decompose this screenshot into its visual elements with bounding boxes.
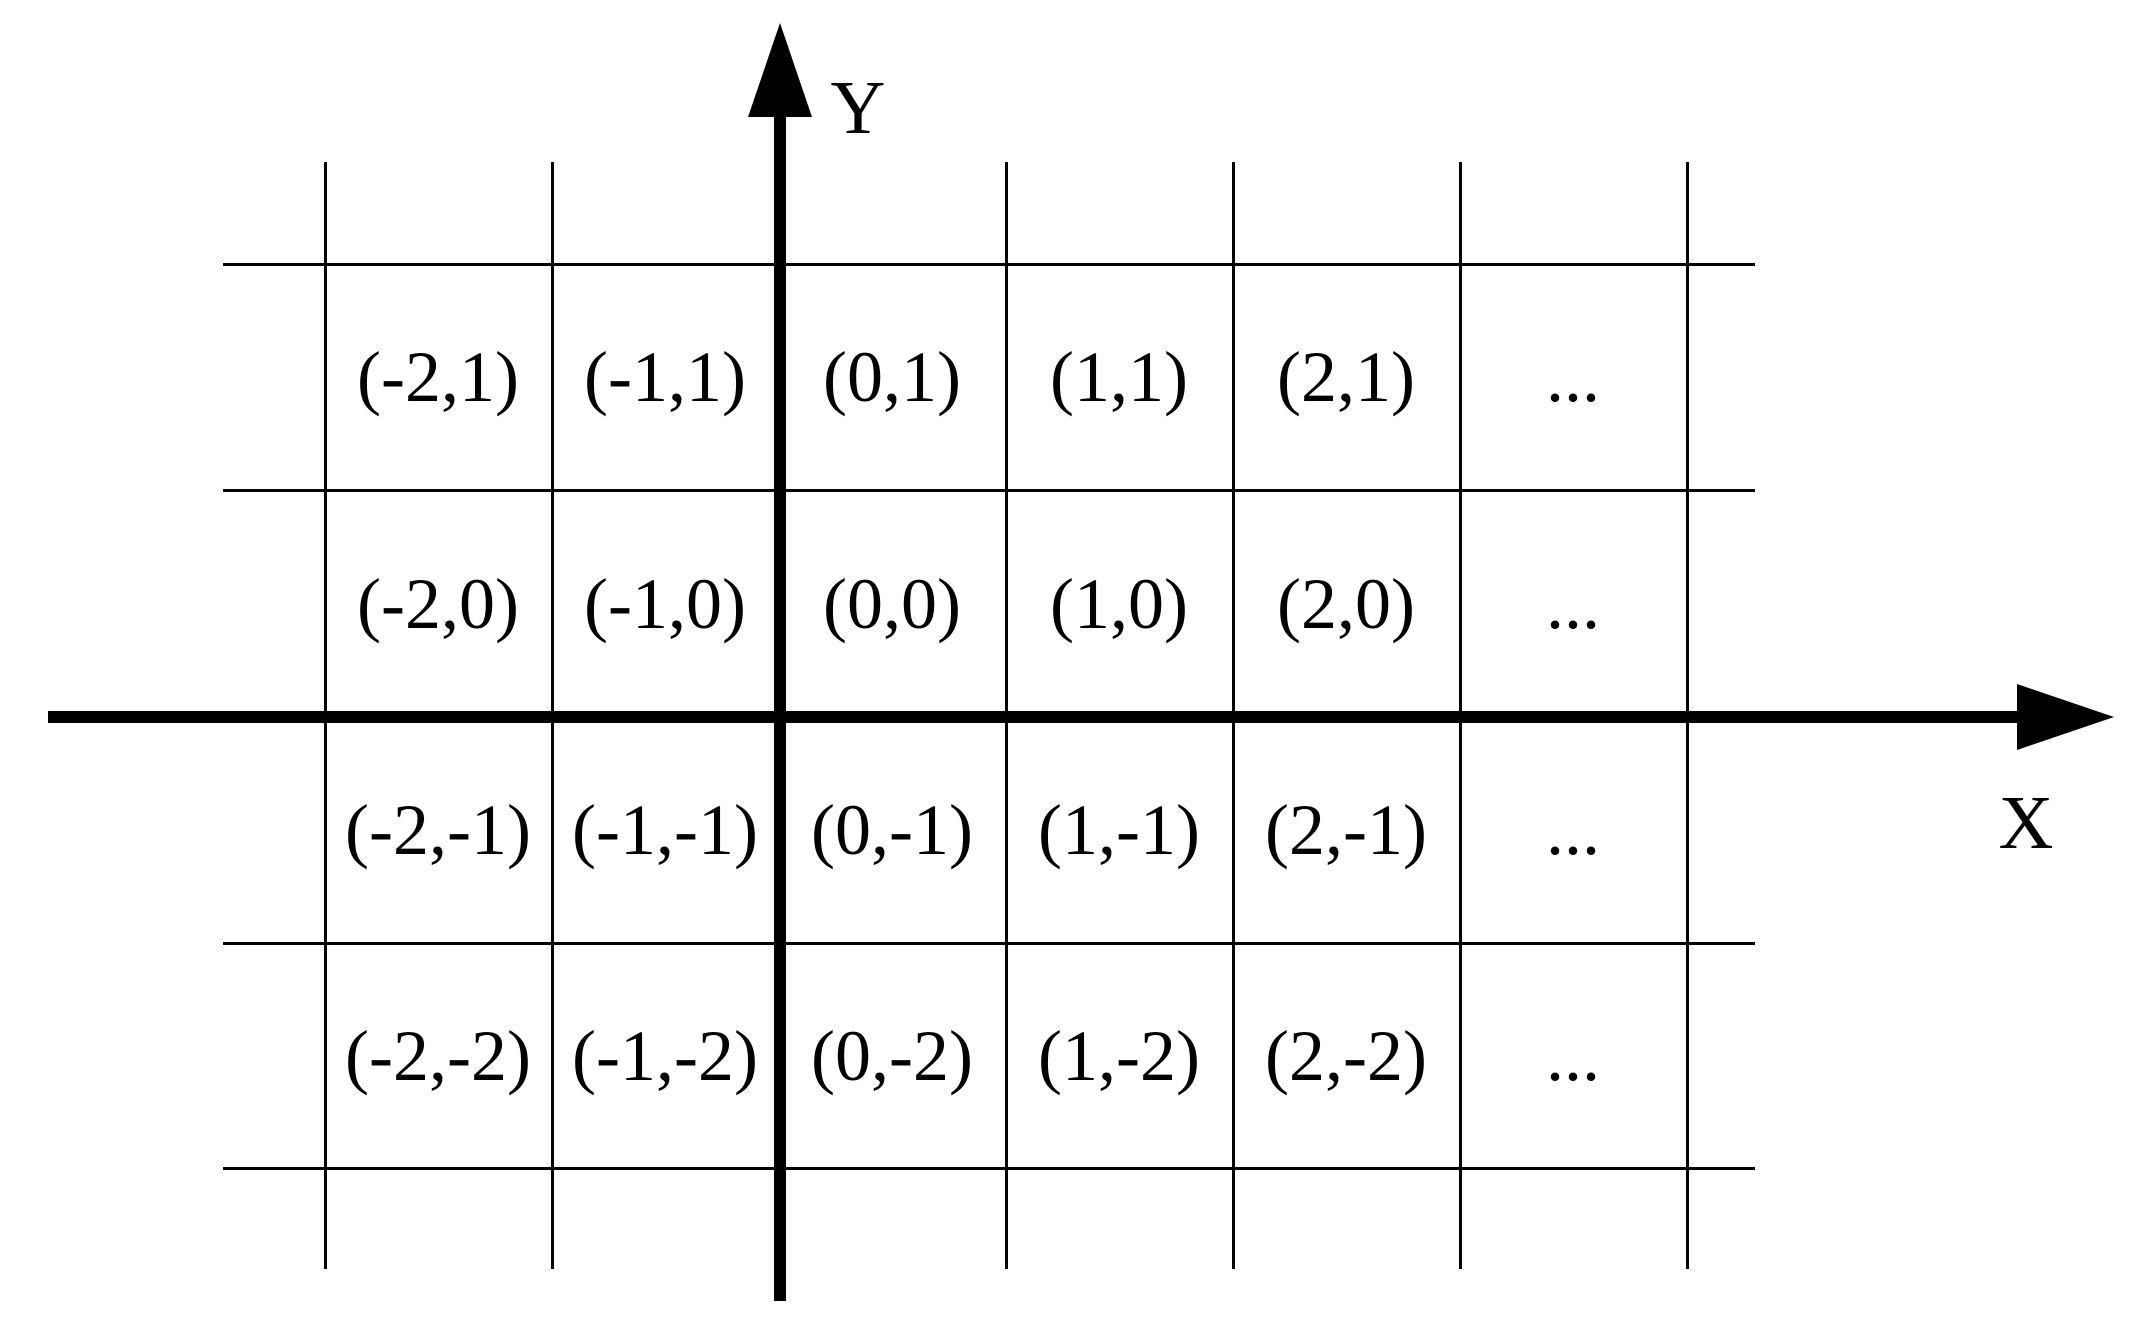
x-axis [48,711,2038,723]
cell-label: (-2,-2) [345,1016,531,1096]
y-axis-arrowhead-icon [748,23,812,117]
cell-label-ellipsis: ... [1546,564,1600,644]
cell-label: (-2,0) [357,564,519,644]
cell-label: (0,0) [823,564,961,644]
cell-label-ellipsis: ... [1546,1016,1600,1096]
cell-label: (1,-2) [1038,1016,1200,1096]
cell-label: (-1,0) [584,564,746,644]
cell-label: (1,0) [1050,564,1188,644]
cell-label: (0,-2) [811,1016,973,1096]
cell-label-ellipsis: ... [1546,790,1600,870]
cell-label: (-1,-1) [572,790,758,870]
cell-label: (0,-1) [811,790,973,870]
cell-label: (2,1) [1277,337,1415,417]
cell-label: (2,-2) [1265,1016,1427,1096]
cell-label: (2,-1) [1265,790,1427,870]
cell-label-ellipsis: ... [1546,337,1600,417]
y-axis [774,108,786,1301]
grid-hline [223,942,1755,945]
cell-label: (-2,-1) [345,790,531,870]
cell-label: (2,0) [1277,564,1415,644]
grid-hline [223,489,1755,492]
cell-label: (1,1) [1050,337,1188,417]
cell-label: (-2,1) [357,337,519,417]
cell-label: (-1,1) [584,337,746,417]
grid-hline [223,263,1755,266]
grid-hline [223,1167,1755,1170]
cell-label: (-1,-2) [572,1016,758,1096]
cell-label: (1,-1) [1038,790,1200,870]
x-axis-arrowhead-icon [2017,684,2114,750]
y-axis-label: Y [830,66,886,150]
cell-label: (0,1) [823,337,961,417]
x-axis-label: X [1998,781,2054,865]
